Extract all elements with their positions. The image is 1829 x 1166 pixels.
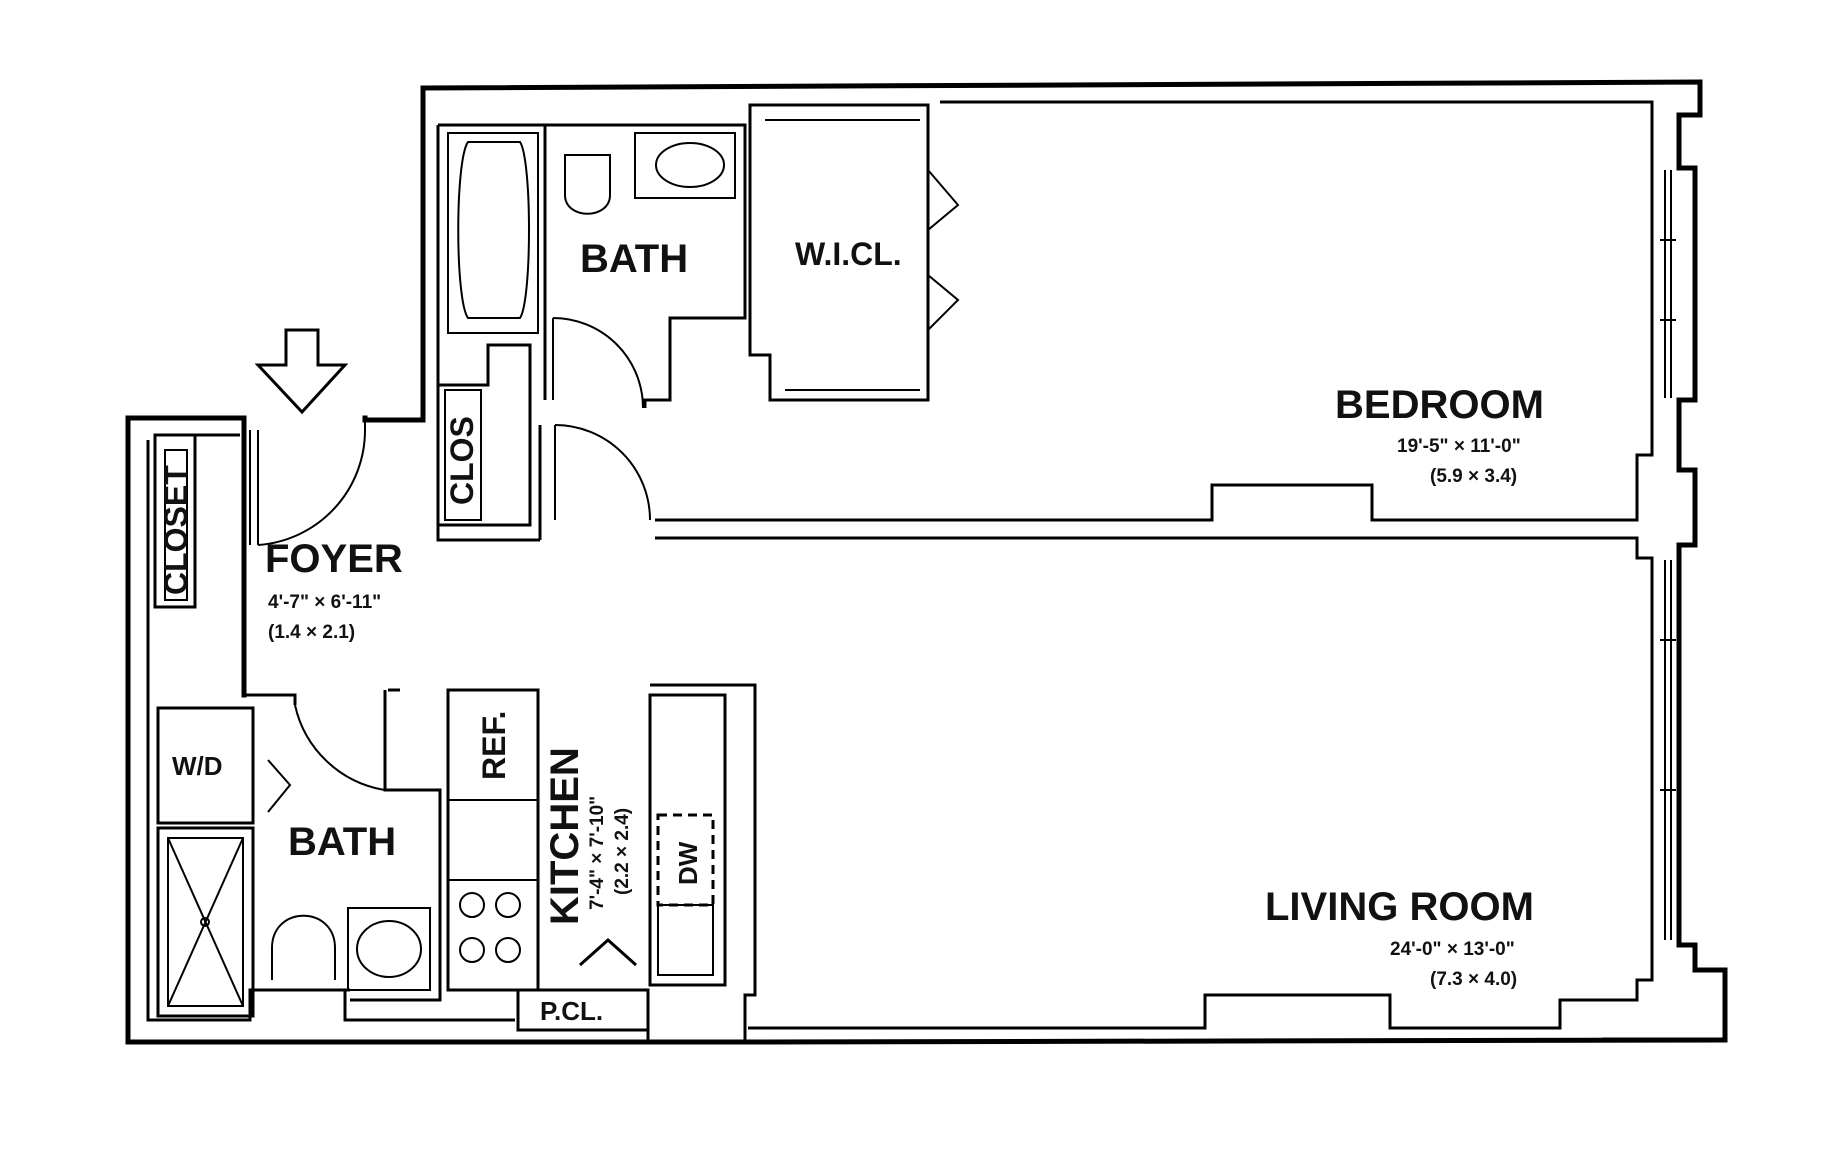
dw-label: DW [673,841,703,885]
windows [1660,170,1676,940]
kitchen-metric: (2.2 × 2.4) [612,808,633,895]
lower-bath-walls [156,688,442,1018]
bedroom-metric: (5.9 × 3.4) [1430,466,1517,487]
kitchen-walls [446,683,757,1042]
foyer-label: FOYER [265,537,403,581]
entry-arrow-icon [254,328,349,415]
top-bath-walls [436,123,747,542]
bedroom-label: BEDROOM [1335,383,1544,427]
kitchen-label: KITCHEN [543,747,587,925]
wd-label: W/D [172,751,223,781]
living-room-label: LIVING ROOM [1265,885,1534,929]
foyer-walls [153,328,367,609]
walk-in-closet-walls [748,103,960,402]
bath-top-label: BATH [580,237,688,281]
exterior-inner-face [146,100,1654,1030]
closet-label: CLOSET [158,465,194,595]
living-room-dims: 24'-0" × 13'-0" [1390,939,1515,960]
wicl-label: W.I.CL. [795,236,902,272]
exterior-walls [125,79,1728,1045]
pcl-label: P.CL. [540,996,603,1026]
bath-bottom-label: BATH [288,820,396,864]
kitchen-dims: 7'-4" × 7'-10" [587,796,608,910]
bedroom-dims: 19'-5" × 11'-0" [1397,436,1521,457]
ref-label: REF. [476,711,512,780]
foyer-metric: (1.4 × 2.1) [268,622,355,643]
living-room-metric: (7.3 × 4.0) [1430,969,1517,990]
foyer-dims: 4'-7" × 6'-11" [268,592,381,613]
clos-label: CLOS [444,416,480,505]
